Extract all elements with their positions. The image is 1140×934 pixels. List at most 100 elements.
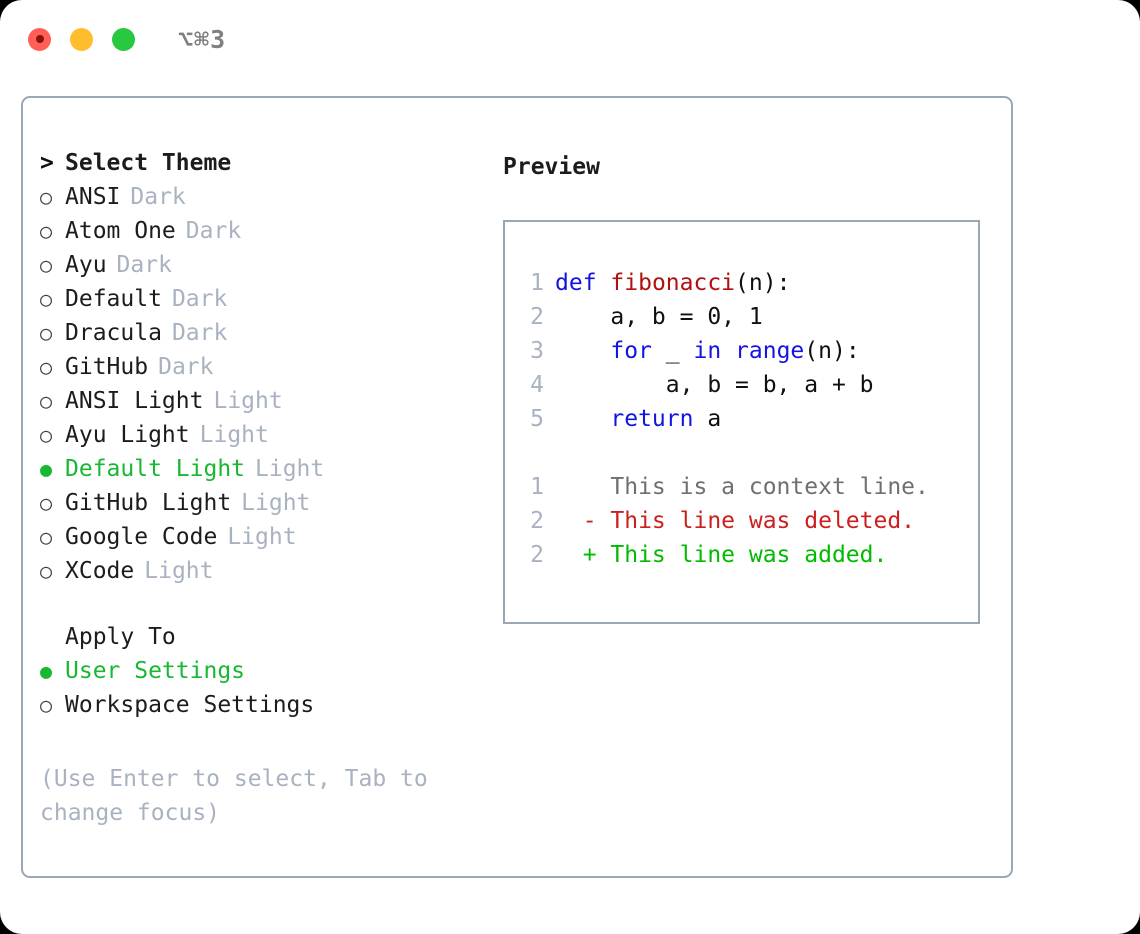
radio-unselected-icon: ○ (40, 355, 53, 379)
theme-variant-tag: Dark (171, 320, 228, 346)
theme-variant-tag: Dark (171, 286, 228, 312)
code-token: a, b = 0, 1 (555, 304, 763, 330)
code-line-text: for _ in range(n): (555, 338, 860, 364)
theme-list-item[interactable]: ○ Dracula Dark (40, 320, 490, 354)
code-token: (n): (735, 270, 791, 296)
diff-line-text: This is a context line. (610, 474, 929, 500)
radio-unselected-icon: ○ (40, 389, 53, 413)
line-number: 1 (530, 270, 544, 296)
preview-title: Preview (503, 154, 600, 180)
apply-to-option-label: User Settings (65, 658, 246, 684)
diff-marker: - (555, 508, 611, 534)
radio-unselected-icon: ○ (40, 693, 53, 717)
radio-unselected-icon: ○ (40, 253, 53, 277)
theme-variant-tag: Light (213, 388, 283, 414)
code-token (597, 270, 611, 296)
radio-unselected-icon: ○ (40, 219, 53, 243)
theme-variant-tag: Light (227, 524, 297, 550)
radio-unselected-icon: ○ (40, 491, 53, 515)
code-token: _ (651, 338, 694, 364)
theme-list-item[interactable]: ○ GitHub Dark (40, 354, 490, 388)
diff-sample: 1 This is a context line.2 - This line w… (516, 474, 972, 576)
theme-variant-tag: Dark (158, 354, 214, 380)
code-token: in (693, 338, 722, 364)
theme-list-item[interactable]: ○ GitHub Light Light (40, 490, 490, 524)
code-line: 4 a, b = b, a + b (516, 372, 972, 406)
select-theme-heading: > Select Theme (40, 150, 490, 184)
code-token: a, b = b, a + b (555, 372, 874, 398)
spacer-icon: ○ (40, 627, 65, 647)
select-theme-heading-label: Select Theme (65, 150, 232, 176)
code-line: 1 def fibonacci(n): (516, 270, 972, 304)
line-number: 1 (530, 474, 544, 500)
line-number: 5 (530, 406, 544, 432)
theme-name: GitHub Light (65, 490, 232, 516)
radio-unselected-icon: ○ (40, 287, 53, 311)
radio-unselected-icon: ○ (40, 185, 53, 209)
code-line-text: a, b = b, a + b (555, 372, 874, 398)
caret-icon: > (40, 150, 54, 176)
theme-name: ANSI (65, 184, 121, 210)
diff-line: 2 + This line was added. (516, 542, 972, 576)
code-token: (n): (804, 338, 860, 364)
theme-name: Atom One (65, 218, 176, 244)
theme-name: ANSI Light (65, 388, 204, 414)
code-diff-spacer (516, 440, 972, 474)
close-button[interactable] (28, 27, 51, 51)
code-line-text: return a (555, 406, 721, 432)
radio-selected-icon: ● (40, 659, 53, 683)
diff-line-text: This line was deleted. (610, 508, 916, 534)
apply-to-option[interactable]: ○Workspace Settings (40, 692, 490, 726)
theme-name: Ayu Light (65, 422, 190, 448)
theme-name: GitHub (65, 354, 149, 380)
radio-unselected-icon: ○ (40, 559, 53, 583)
apply-to-list: ● User Settings ○Workspace Settings (40, 658, 490, 726)
code-token: range (735, 338, 805, 364)
theme-list-item[interactable]: ○ Google Code Light (40, 524, 490, 558)
diff-marker (555, 474, 610, 500)
diff-line: 1 This is a context line. (516, 474, 972, 508)
line-number: 2 (530, 304, 544, 330)
maximize-button[interactable] (112, 27, 135, 51)
window-title: ⌥⌘3 (178, 24, 227, 54)
code-line-text: def fibonacci(n): (555, 270, 790, 296)
theme-list-item[interactable]: ○ ANSI Light Light (40, 388, 490, 422)
radio-unselected-icon: ○ (40, 321, 53, 345)
theme-name: Google Code (65, 524, 218, 550)
code-token: a (693, 406, 722, 432)
line-number: 4 (530, 372, 544, 398)
theme-variant-tag: Light (199, 422, 269, 448)
keyboard-hint: (Use Enter to select, Tab to change focu… (40, 766, 442, 826)
theme-variant-tag: Light (241, 490, 311, 516)
theme-variant-tag: Dark (116, 252, 172, 278)
minimize-button[interactable] (70, 27, 93, 51)
theme-variant-tag: Light (255, 456, 325, 482)
code-token: fibonacci (610, 270, 736, 296)
traffic-lights (28, 27, 135, 51)
radio-unselected-icon: ○ (40, 525, 53, 549)
diff-line: 2 - This line was deleted. (516, 508, 972, 542)
code-token (555, 338, 610, 364)
code-token: def (555, 270, 597, 296)
theme-name: Default Light (65, 456, 246, 482)
code-token: for (610, 338, 652, 364)
apply-to-option[interactable]: ● User Settings (40, 658, 490, 692)
theme-name: Dracula (65, 320, 162, 346)
code-line: 3 for _ in range(n): (516, 338, 972, 372)
code-token: return (610, 406, 694, 432)
code-line: 5 return a (516, 406, 972, 440)
title-bar: ⌥⌘3 (0, 0, 1140, 78)
